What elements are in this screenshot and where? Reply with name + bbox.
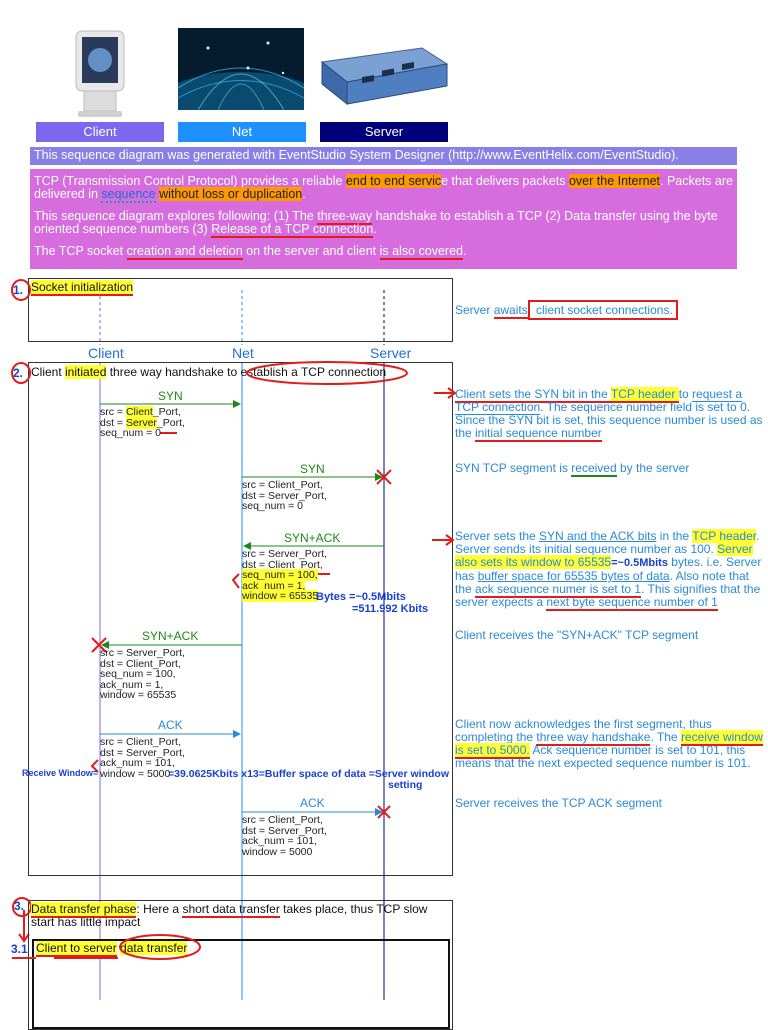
syn-params-1: src = Client_Port, dst = Server_Port, se… bbox=[100, 406, 185, 439]
net-header: Net bbox=[178, 122, 306, 142]
section-1-circle bbox=[11, 279, 31, 301]
receive-window-annotation: Receive Window= bbox=[22, 768, 99, 778]
section-3-1-number: 3.1 bbox=[11, 942, 28, 956]
note-server-synack: Server sets the SYN and the ACK bits in … bbox=[455, 529, 762, 611]
window-bracket bbox=[90, 759, 99, 773]
section-1-title: Socket initialization bbox=[31, 280, 134, 296]
generated-text: This sequence diagram was generated with… bbox=[34, 148, 679, 162]
section-3-1-title: Client to server data transfer bbox=[36, 941, 188, 957]
ack-label-2: ACK bbox=[300, 796, 325, 810]
note-server-receives-syn: SYN TCP segment is received by the serve… bbox=[455, 461, 690, 477]
section-3-circle bbox=[12, 897, 32, 917]
bytes-annotation: Bytes =~0.5Mbits =511.992 Kbits bbox=[316, 591, 429, 615]
synack-params-1: src = Server_Port, dst = Client_Port, se… bbox=[242, 548, 327, 602]
ack-params-1: src = Client_Port, dst = Server_Port, ac… bbox=[100, 736, 185, 780]
section-1-number: 1. bbox=[13, 283, 24, 297]
syn-params-2: src = Client_Port, dst = Server_Port, se… bbox=[242, 479, 327, 512]
note-client-receives-synack: Client receives the "SYN+ACK" TCP segmen… bbox=[455, 628, 699, 642]
server-lifeline-label: Server bbox=[370, 345, 412, 361]
note-client-ack: Client now acknowledges the first segmen… bbox=[455, 717, 763, 770]
client-header: Client bbox=[36, 122, 164, 142]
synack-label-1: SYN+ACK bbox=[284, 531, 341, 545]
section-3-title: Data transfer phase: Here a short data t… bbox=[31, 902, 428, 929]
section-3-number: 3. bbox=[14, 899, 25, 913]
kbits-annotation: =39.0625Kbits x13=Buffer space of data =… bbox=[168, 768, 449, 780]
syn-label-2: SYN bbox=[300, 462, 325, 476]
section-3-1-title-circle bbox=[119, 934, 201, 960]
section-3-arrowhead bbox=[18, 933, 30, 943]
client-computer-image bbox=[75, 30, 125, 117]
ack-label-1: ACK bbox=[158, 718, 183, 732]
section-2-box bbox=[28, 362, 453, 876]
synack-params-2: src = Server_Port, dst = Client_Port, se… bbox=[100, 647, 185, 701]
intro-band: TCP (Transmission Control Protocol) prov… bbox=[30, 169, 737, 269]
client-lifeline-label: Client bbox=[88, 345, 124, 361]
server-receive-x-2 bbox=[377, 805, 391, 819]
intro-paragraph-1: TCP (Transmission Control Protocol) prov… bbox=[34, 174, 733, 203]
server-header: Server bbox=[320, 122, 448, 142]
note-arrow-2 bbox=[432, 534, 455, 546]
section-3-1-underline bbox=[12, 957, 118, 959]
note-client-syn: Client sets the SYN bit in the TCP heade… bbox=[455, 387, 763, 442]
section-1-note: Server awaits client socket connections. bbox=[455, 300, 765, 320]
generated-band: This sequence diagram was generated with… bbox=[30, 147, 737, 165]
client-receive-x bbox=[91, 637, 107, 653]
network-globe-image bbox=[178, 28, 304, 110]
ack-params-2: src = Client_Port, dst = Server_Port, ac… bbox=[242, 814, 327, 858]
syn-label-1: SYN bbox=[158, 389, 183, 403]
section-2-circle bbox=[11, 362, 31, 384]
server-receive-x-1 bbox=[376, 469, 392, 485]
intro-paragraph-2: This sequence diagram explores following… bbox=[34, 209, 718, 238]
section-2-title-circle bbox=[246, 361, 408, 385]
server-router-image bbox=[320, 47, 449, 106]
seq-bracket bbox=[231, 573, 240, 589]
setting-annotation: setting bbox=[388, 779, 423, 791]
note-arrow-1 bbox=[434, 387, 457, 399]
section-1-box bbox=[28, 278, 453, 342]
net-lifeline-label: Net bbox=[232, 345, 254, 361]
note-server-receives-ack: Server receives the TCP ACK segment bbox=[455, 796, 662, 810]
intro-paragraph-3: The TCP socket creation and deletion on … bbox=[34, 244, 467, 260]
section-2-number: 2. bbox=[13, 366, 24, 380]
synack-label-2: SYN+ACK bbox=[142, 629, 199, 643]
